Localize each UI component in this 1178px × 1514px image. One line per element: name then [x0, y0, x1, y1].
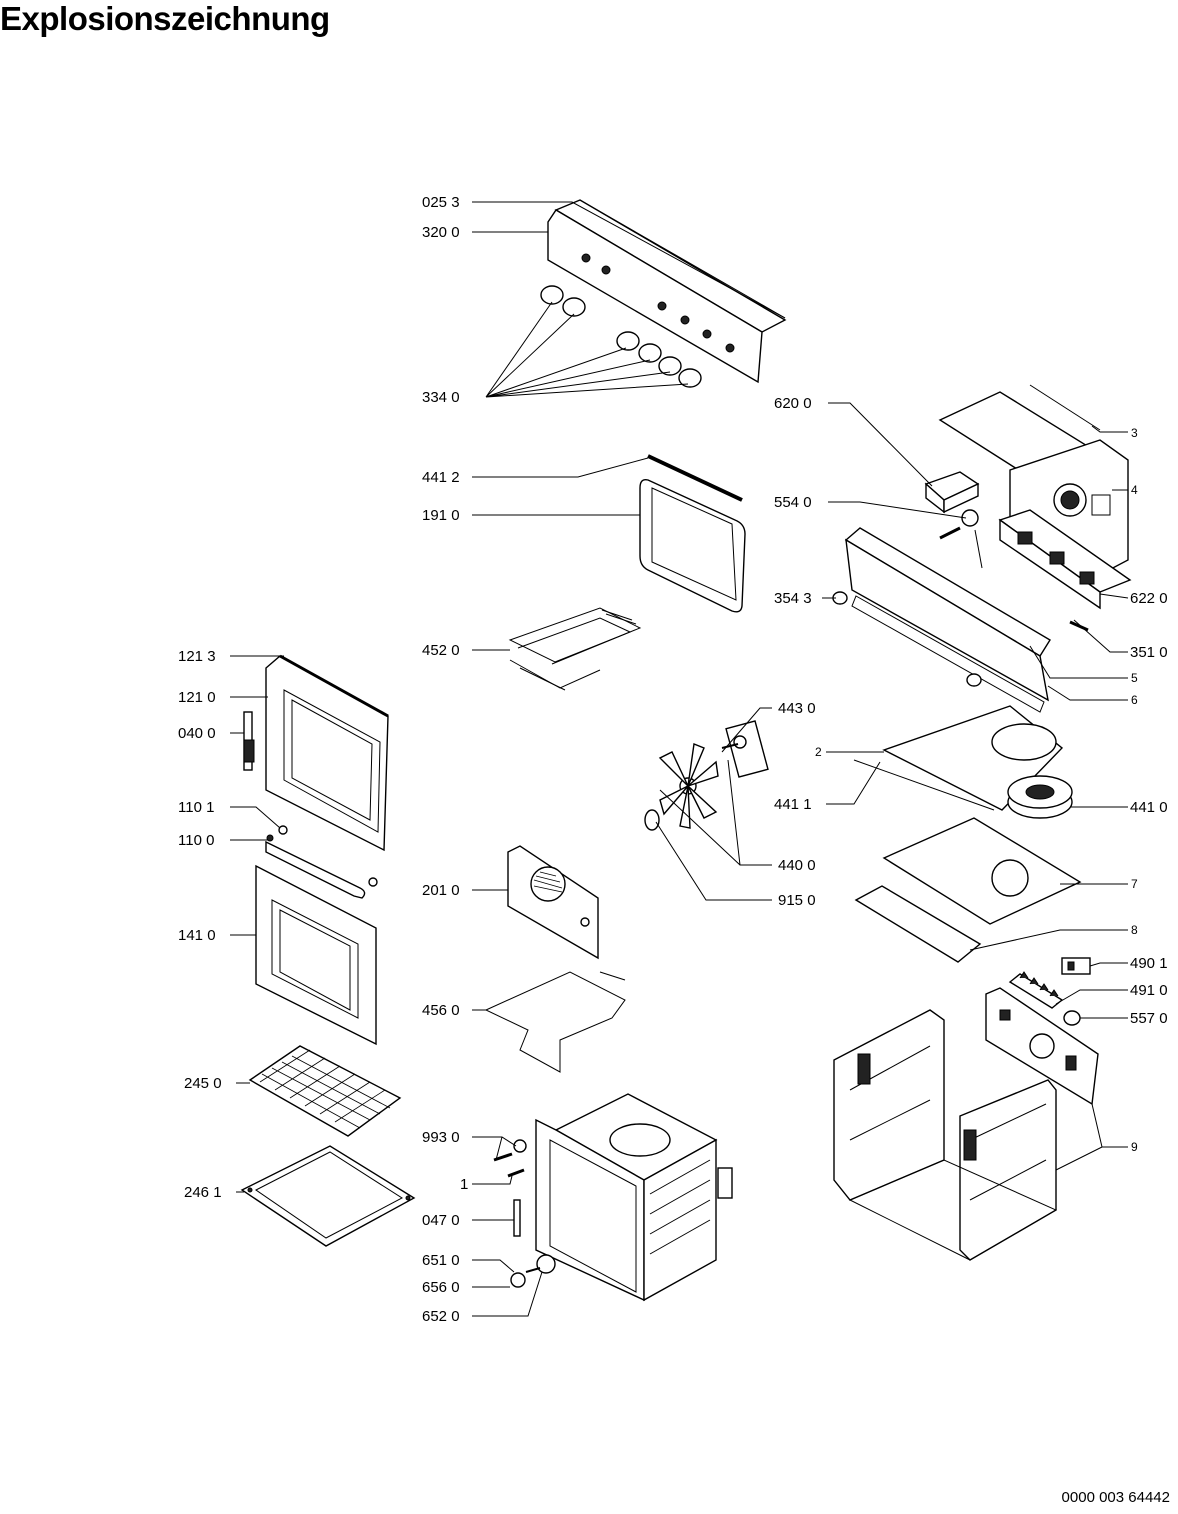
callout-label: 3	[1131, 426, 1138, 440]
callout-label: 354 3	[774, 590, 812, 607]
callout-label: 245 0	[184, 1075, 222, 1092]
callout-label: 351 0	[1130, 644, 1168, 661]
callout-label: 121 0	[178, 689, 216, 706]
fan-motor-housing-part	[1007, 775, 1073, 819]
callout-label: 110 0	[178, 832, 214, 849]
cavity-rear-plate-part	[882, 817, 1082, 925]
leader-lines	[230, 201, 1129, 1317]
callout-label: 141 0	[178, 927, 216, 944]
callout-label: 191 0	[422, 507, 460, 524]
callout-label: 456 0	[422, 1002, 460, 1019]
lamp-part	[1063, 1010, 1081, 1026]
frame-rail-part	[832, 527, 1089, 713]
callout-label: 201 0	[422, 882, 460, 899]
callout-label: 491 0	[1130, 982, 1168, 999]
callout-label: 443 0	[778, 700, 816, 717]
oven-rack-part	[248, 1045, 402, 1137]
door-handle-part	[265, 825, 378, 899]
callout-label: 652 0	[422, 1308, 460, 1325]
callout-label: 651 0	[422, 1252, 460, 1269]
bottom-trim-part	[854, 885, 982, 963]
fan-cover-part	[507, 845, 599, 960]
callout-label: 622 0	[1130, 590, 1168, 607]
callout-label: 246 1	[184, 1184, 222, 1201]
callout-label: 490 1	[1130, 955, 1168, 972]
callout-label: 047 0	[422, 1212, 460, 1229]
callout-label: 9	[1131, 1140, 1138, 1154]
callout-label: 993 0	[422, 1129, 460, 1146]
callout-label: 452 0	[422, 642, 460, 659]
outer-door-glass-part	[255, 864, 377, 1046]
callout-label: 6	[1131, 693, 1138, 707]
callout-label: 440 0	[778, 857, 816, 874]
oven-housing-part	[833, 1009, 1058, 1261]
callout-label: 441 1	[774, 796, 812, 813]
callout-label: 8	[1131, 923, 1138, 937]
thermostat-part	[939, 509, 983, 569]
callout-label: 121 3	[178, 648, 216, 665]
switch-block-part	[924, 471, 980, 514]
callout-label: 025 3	[422, 194, 460, 211]
bulb-holder-part	[644, 809, 660, 831]
door-hinge-part	[243, 711, 255, 771]
callout-label: 334 0	[422, 389, 460, 406]
callout-label: 915 0	[778, 892, 816, 909]
callout-label: 110 1	[178, 799, 214, 816]
page-title: Explosionszeichnung	[0, 0, 330, 37]
callout-label: 554 0	[774, 494, 812, 511]
baking-tray-part	[240, 1145, 416, 1247]
callout-labels: 025 3 320 0 334 0 441 2 191 0 452 0 620 …	[178, 194, 1168, 1325]
document-number: 0000 003 64442	[1061, 1489, 1170, 1506]
callout-label: 7	[1131, 877, 1138, 891]
callout-label: 1	[460, 1176, 468, 1193]
callout-label: 441 2	[422, 469, 460, 486]
rear-panel-part	[985, 987, 1099, 1106]
callout-label: 040 0	[178, 725, 216, 742]
fastening-parts	[493, 1139, 556, 1288]
callout-label: 4	[1131, 483, 1138, 497]
fan-blade-part	[658, 743, 719, 829]
top-heating-element-part	[508, 607, 642, 691]
callout-label: 320 0	[422, 224, 460, 241]
callout-label: 5	[1131, 671, 1138, 685]
terminal-block-part	[1061, 957, 1091, 975]
door-seal-part	[639, 454, 746, 613]
oven-cavity-part	[535, 1093, 733, 1302]
inner-door-glass-part	[265, 654, 389, 852]
control-knobs-part	[540, 285, 702, 388]
callout-label: 656 0	[422, 1279, 460, 1296]
callout-label: 620 0	[774, 395, 812, 412]
switch-row-part	[998, 509, 1132, 610]
callout-label: 441 0	[1130, 799, 1168, 816]
control-panel-part	[547, 199, 787, 384]
callout-label: 557 0	[1130, 1010, 1168, 1027]
bottom-heating-element-part	[484, 971, 626, 1073]
callout-label: 2	[815, 745, 822, 759]
